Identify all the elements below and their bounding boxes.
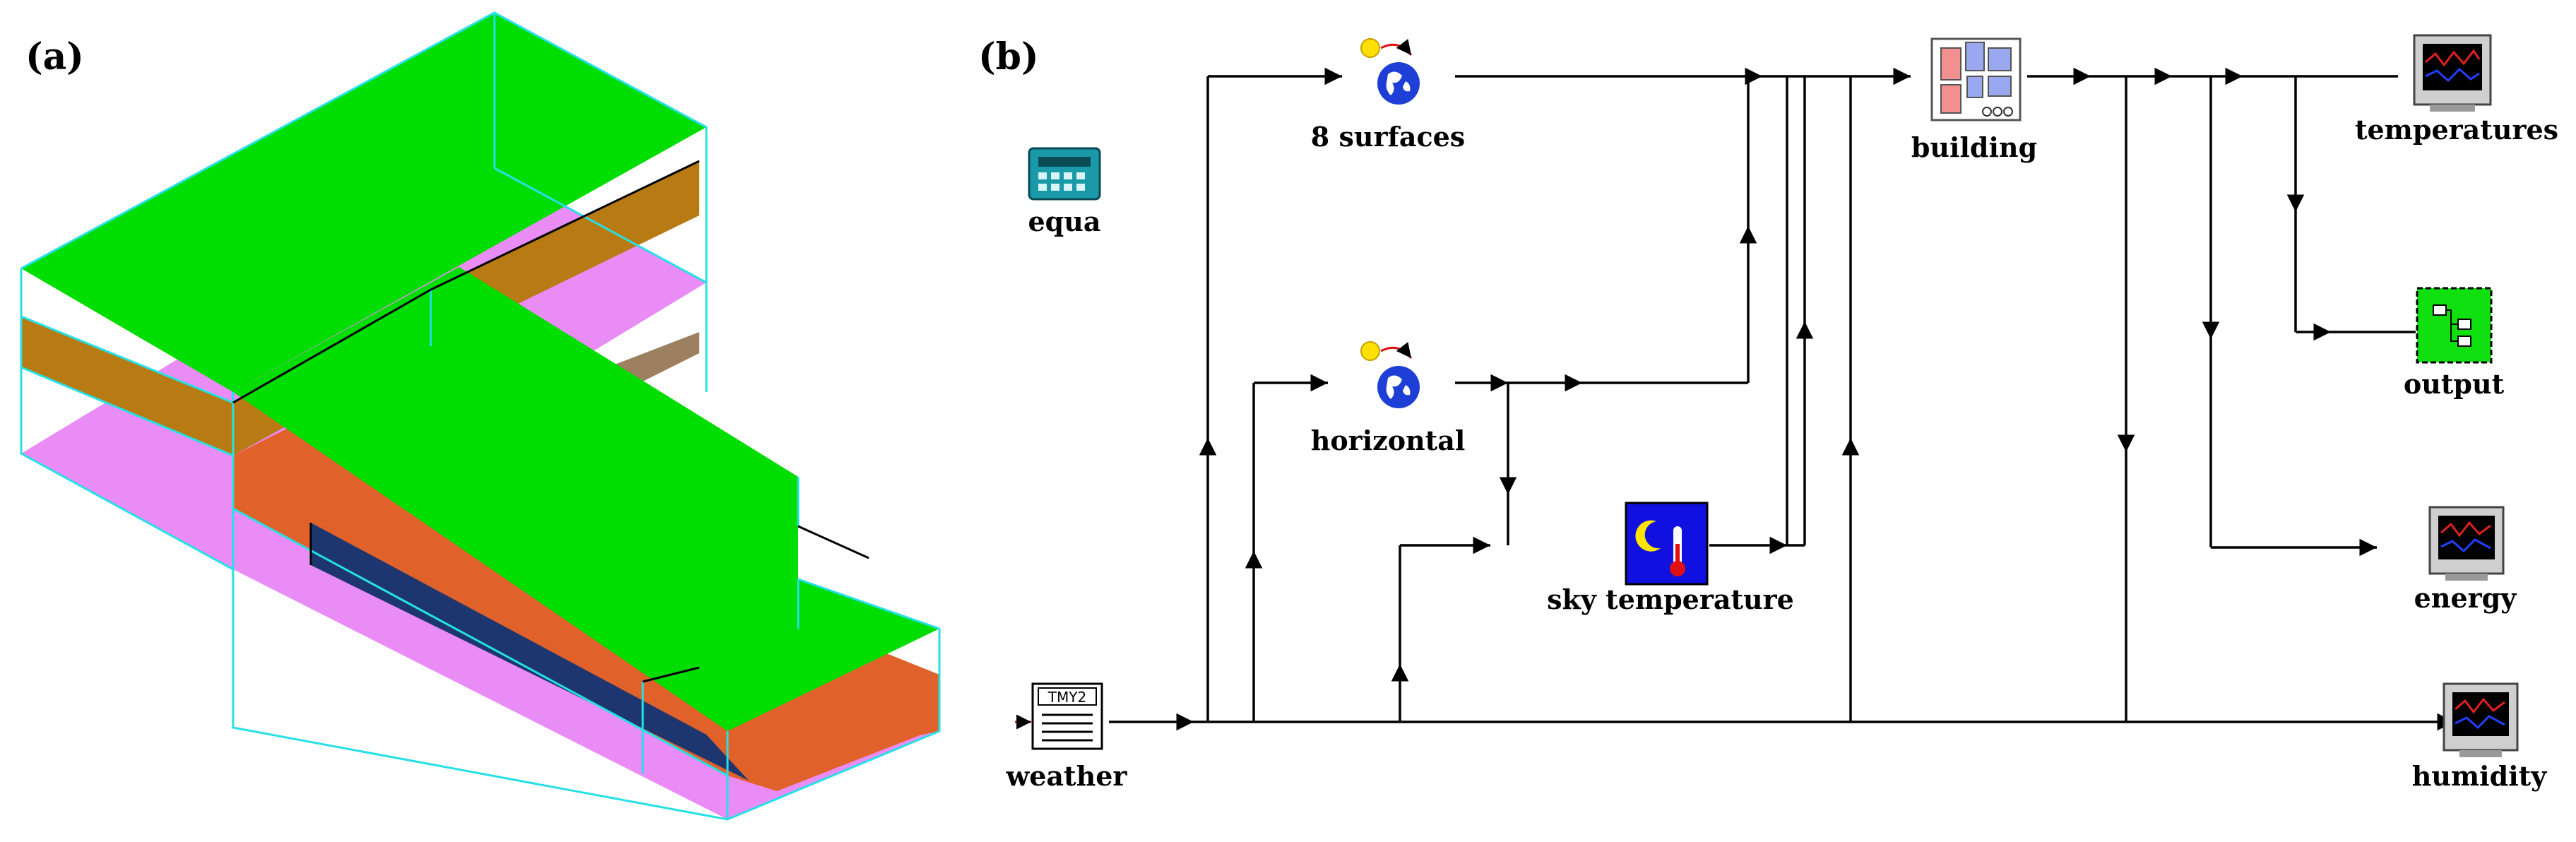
connection-wires <box>1109 67 2455 731</box>
weather-component[interactable]: TMY2 weather <box>1006 682 1128 792</box>
calculator-icon <box>1028 147 1101 201</box>
output-component[interactable]: output <box>2404 287 2505 400</box>
equa-component[interactable]: equa <box>1028 147 1101 237</box>
solar-radiation-icon <box>1360 38 1420 105</box>
wall-orange-right <box>728 675 939 791</box>
building-component[interactable]: building <box>1911 37 2037 163</box>
wall-brown-left <box>21 316 233 456</box>
monitor-plot-icon <box>2413 34 2492 112</box>
weather-badge: TMY2 <box>1047 689 1086 706</box>
monitor-plot-icon <box>2443 682 2519 757</box>
horizontal-label: horizontal <box>1311 425 1466 456</box>
solar-radiation-icon <box>1360 341 1420 408</box>
temperatures-label: temperatures <box>2355 114 2558 146</box>
panel-a-label: (a) <box>25 35 84 78</box>
monitor-plot-icon <box>2428 506 2505 581</box>
sky-temperature-component[interactable]: sky temperature <box>1547 502 1794 615</box>
output-label: output <box>2404 368 2505 400</box>
energy-label: energy <box>2414 582 2517 614</box>
moon-thermometer-icon <box>1625 502 1709 586</box>
building-label: building <box>1911 131 2037 163</box>
output-printer-icon <box>2416 287 2493 364</box>
surfaces-label: 8 surfaces <box>1311 121 1465 153</box>
equa-label: equa <box>1028 206 1101 237</box>
roof-left-block <box>21 13 706 392</box>
weather-label: weather <box>1006 760 1128 792</box>
humidity-component[interactable]: humidity <box>2412 682 2547 792</box>
surfaces-component[interactable]: 8 surfaces <box>1311 38 1465 153</box>
building-black-edges <box>232 160 869 683</box>
building-3d-model <box>20 11 941 821</box>
energy-component[interactable]: energy <box>2414 506 2517 614</box>
building-floorplan-icon <box>1930 37 2022 121</box>
sky-temperature-label: sky temperature <box>1547 583 1794 615</box>
wall-dark-recess <box>311 523 749 781</box>
temperatures-component[interactable]: temperatures <box>2355 34 2558 146</box>
panel-b-label: (b) <box>978 35 1039 78</box>
humidity-label: humidity <box>2412 760 2547 792</box>
weather-data-file-icon: TMY2 <box>1015 682 1103 750</box>
horizontal-component[interactable]: horizontal <box>1311 341 1466 456</box>
roof-right-block <box>233 267 939 731</box>
